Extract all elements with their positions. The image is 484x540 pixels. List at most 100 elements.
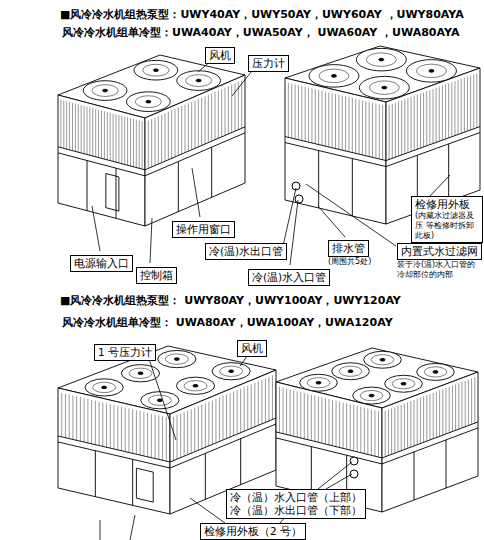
coil-fin bbox=[89, 107, 90, 155]
coil-fin bbox=[407, 402, 408, 448]
coil-fin bbox=[69, 395, 70, 439]
coil-fin bbox=[188, 103, 189, 151]
coil-fin bbox=[414, 96, 415, 151]
coil-fin bbox=[288, 83, 289, 138]
coil-fin bbox=[158, 116, 159, 164]
coil-edge bbox=[276, 422, 478, 458]
callout-box: 排水管(周围共5处) bbox=[328, 237, 371, 267]
fan-hub bbox=[379, 58, 384, 61]
coil-fin bbox=[315, 89, 316, 144]
coil-fin bbox=[339, 402, 340, 448]
coil-fin bbox=[374, 410, 375, 456]
callout-box: 1 号压力计 bbox=[94, 341, 156, 361]
control-box-door bbox=[136, 468, 153, 502]
coil-fin bbox=[181, 106, 182, 154]
coil-fin bbox=[371, 409, 372, 455]
coil-fin bbox=[61, 393, 62, 437]
coil-fin bbox=[175, 109, 176, 157]
coil-fin bbox=[148, 121, 149, 169]
panel-seam bbox=[311, 447, 312, 495]
fan-guard bbox=[83, 81, 127, 101]
coil-fin bbox=[346, 403, 347, 449]
coil-fin bbox=[423, 92, 424, 147]
panel-seam bbox=[95, 451, 96, 497]
callout-box: 风机 bbox=[205, 44, 235, 64]
fan-hub bbox=[429, 70, 434, 73]
coil-fin bbox=[404, 404, 405, 450]
coil-fin bbox=[433, 393, 434, 439]
coil-fin bbox=[231, 85, 232, 133]
pipe-inlet bbox=[295, 195, 303, 203]
panel-seam bbox=[240, 439, 241, 485]
coil-fin bbox=[95, 109, 96, 157]
callout-box: 压力计 bbox=[248, 52, 289, 72]
coil-fin bbox=[318, 90, 319, 145]
coil-fin bbox=[336, 401, 337, 447]
coil-fin bbox=[426, 395, 427, 441]
coil-fin bbox=[78, 104, 79, 152]
coil-fin bbox=[446, 388, 447, 434]
coil-fin bbox=[458, 80, 459, 135]
callout-note: 装于冷(温)水入口管的 冷却部位的内部 bbox=[397, 260, 483, 280]
coil-fin bbox=[201, 405, 202, 449]
coil-fin bbox=[471, 378, 472, 424]
coil-fin bbox=[464, 78, 465, 133]
coil-fin bbox=[342, 96, 343, 151]
heading-line: 风冷冷水机组单冷型： UWA80AY，UWA100AY，UWA120AY bbox=[62, 316, 393, 329]
coil-fin bbox=[314, 396, 315, 442]
coil-fin bbox=[398, 406, 399, 452]
panel-edge bbox=[58, 424, 276, 468]
coil-fin bbox=[420, 398, 421, 444]
coil-fin bbox=[442, 86, 443, 141]
coil-fin bbox=[114, 405, 115, 449]
coil-fin bbox=[308, 88, 309, 143]
coil-fin bbox=[449, 387, 450, 433]
fan-hub bbox=[138, 372, 143, 375]
leader-line bbox=[150, 218, 152, 263]
coil-fin bbox=[166, 417, 167, 461]
coil-fin bbox=[398, 101, 399, 156]
coil-fin bbox=[258, 381, 259, 425]
coil-fin bbox=[474, 377, 475, 423]
coil-fin bbox=[445, 84, 446, 139]
fan-ring bbox=[369, 81, 399, 95]
coil-fin bbox=[136, 410, 137, 454]
fan-ring bbox=[307, 378, 330, 388]
coil-fin bbox=[84, 398, 85, 442]
coil-fin bbox=[195, 101, 196, 149]
coil-fin bbox=[194, 408, 195, 452]
coil-fin bbox=[211, 93, 212, 141]
coil-fin bbox=[75, 104, 76, 152]
callout-text: 风机 bbox=[241, 342, 263, 355]
coil-fin bbox=[448, 83, 449, 138]
coil-fin bbox=[372, 103, 373, 158]
coil-fin bbox=[355, 99, 356, 154]
coil-fin bbox=[130, 118, 131, 166]
coil-fin bbox=[212, 400, 213, 444]
coil-fin bbox=[388, 410, 389, 456]
coil-fin bbox=[162, 416, 163, 460]
coil-fin bbox=[436, 392, 437, 438]
fan-ring bbox=[184, 381, 207, 391]
coil-fin bbox=[106, 403, 107, 447]
fan-ring bbox=[319, 69, 349, 83]
coil-fin bbox=[99, 402, 100, 446]
fan-ring bbox=[135, 96, 161, 108]
coil-fin bbox=[433, 89, 434, 144]
coil-fin bbox=[391, 408, 392, 454]
coil-fin bbox=[113, 114, 114, 162]
coil-fin bbox=[151, 119, 152, 167]
coil-fin bbox=[161, 115, 162, 163]
fan-guard bbox=[332, 363, 370, 380]
coil-fin bbox=[352, 98, 353, 153]
fan-ring bbox=[339, 366, 362, 376]
chiller-units bbox=[58, 46, 480, 514]
coil-fin bbox=[394, 407, 395, 453]
coil-fin bbox=[305, 87, 306, 142]
coil-fin bbox=[297, 391, 298, 437]
coil-fin bbox=[265, 378, 266, 422]
coil-fin bbox=[420, 94, 421, 149]
coil-fin bbox=[80, 397, 81, 441]
coil-fin bbox=[116, 114, 117, 162]
coil-fin bbox=[155, 118, 156, 166]
